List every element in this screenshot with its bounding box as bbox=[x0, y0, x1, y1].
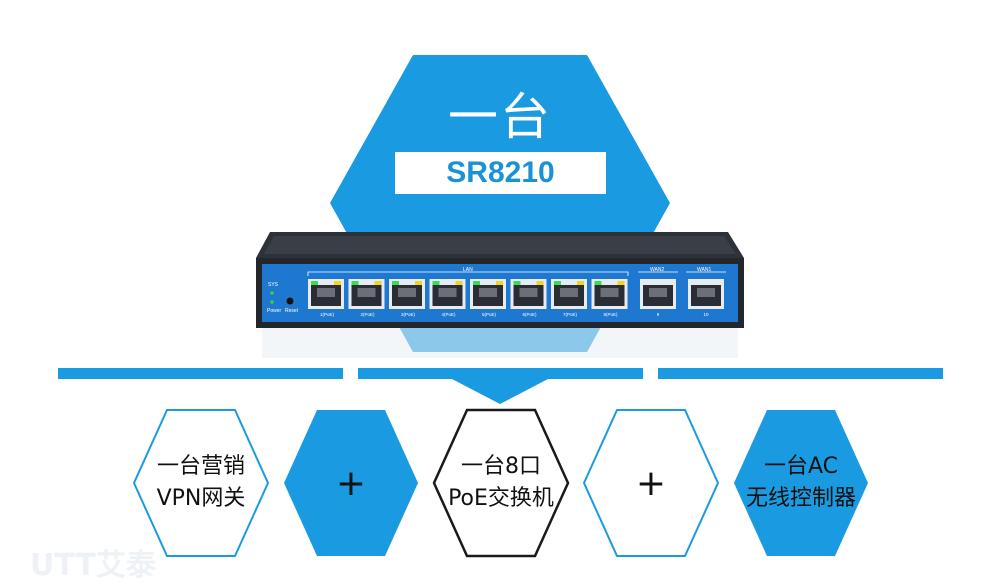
port-label: 6(PoE) bbox=[522, 312, 537, 317]
hex-vpn-gateway bbox=[132, 409, 270, 557]
divider-bar-right bbox=[658, 368, 943, 379]
lan-port-8 bbox=[591, 279, 628, 309]
port-contacts bbox=[317, 288, 335, 297]
port-contacts bbox=[398, 288, 416, 297]
wan-port-10 bbox=[688, 279, 724, 309]
feature-line: PoE交换机 bbox=[448, 486, 554, 511]
feature-line: 一台AC bbox=[763, 454, 839, 479]
port-contacts bbox=[649, 288, 667, 297]
port-label: 7(PoE) bbox=[562, 312, 577, 317]
wan-port-9 bbox=[640, 279, 676, 309]
port-contacts bbox=[438, 288, 457, 297]
feature-line: 一台营销 bbox=[156, 454, 245, 479]
lan-port-7 bbox=[551, 279, 587, 309]
sys-led-icon bbox=[270, 291, 274, 295]
port-group bbox=[270, 271, 726, 309]
port-contacts bbox=[600, 288, 619, 297]
lan-port-1 bbox=[308, 279, 344, 309]
port-label: 10 bbox=[703, 312, 709, 317]
poe-led-icon bbox=[455, 281, 463, 285]
sys-label: SYS bbox=[268, 282, 279, 288]
brand-watermark: UTT艾泰 bbox=[30, 548, 156, 583]
port-label: 9 bbox=[656, 312, 660, 317]
poe-led-icon bbox=[415, 281, 422, 285]
feature-line: VPN网关 bbox=[156, 486, 246, 511]
port-contacts bbox=[357, 288, 376, 297]
port-contacts bbox=[519, 288, 538, 297]
feature-ac-controller: 一台AC 无线控制器 bbox=[734, 440, 868, 526]
feature-vpn-gateway: 一台营销 VPN网关 bbox=[134, 440, 268, 526]
link-led-icon bbox=[513, 281, 521, 285]
power-label: Power bbox=[267, 308, 282, 314]
hex-ac-controller bbox=[734, 410, 868, 556]
poe-led-icon bbox=[374, 281, 382, 285]
reset-label: Reset bbox=[285, 308, 299, 314]
link-led-icon bbox=[473, 281, 480, 285]
port-contacts bbox=[697, 288, 715, 297]
feature-line: 无线控制器 bbox=[745, 486, 856, 511]
port-label: 3(PoE) bbox=[400, 312, 415, 317]
lan-bracket bbox=[307, 271, 629, 276]
plus-sign: + bbox=[284, 440, 418, 526]
port-label: 8(PoE) bbox=[603, 312, 618, 317]
port-contacts bbox=[479, 288, 497, 297]
poe-led-icon bbox=[536, 281, 544, 285]
poe-led-icon bbox=[577, 281, 584, 285]
port-label: 2(PoE) bbox=[360, 312, 375, 317]
hex-poe-switch bbox=[432, 408, 570, 558]
lan-port-2 bbox=[348, 279, 385, 309]
plus-icon: + bbox=[635, 462, 667, 504]
model-name: SR8210 bbox=[395, 152, 606, 194]
wan1-label: WAN1 bbox=[697, 267, 712, 273]
feature-line: 一台8口 bbox=[461, 454, 541, 479]
divider-bar-left bbox=[58, 368, 343, 379]
hex-plus-2 bbox=[582, 409, 720, 557]
link-led-icon bbox=[554, 281, 561, 285]
link-led-icon bbox=[311, 281, 318, 285]
lan-port-3 bbox=[389, 279, 425, 309]
arrow-down-icon bbox=[452, 379, 548, 404]
port-label: 5(PoE) bbox=[481, 312, 496, 317]
poe-led-icon bbox=[496, 281, 503, 285]
plus-sign: + bbox=[584, 440, 718, 526]
lan-port-4 bbox=[429, 279, 466, 309]
feature-poe-switch: 一台8口 PoE交换机 bbox=[434, 440, 568, 526]
lan-port-5 bbox=[470, 279, 506, 309]
link-led-icon bbox=[392, 281, 399, 285]
port-contacts bbox=[560, 288, 578, 297]
port-label: 4(PoE) bbox=[441, 312, 456, 317]
poe-led-icon bbox=[617, 281, 625, 285]
port-label: 1(PoE) bbox=[319, 312, 334, 317]
wan2-label: WAN2 bbox=[650, 267, 665, 273]
link-led-icon bbox=[351, 281, 359, 285]
hero-title: 一台 bbox=[448, 88, 552, 146]
poe-led-icon bbox=[334, 281, 341, 285]
link-led-icon bbox=[432, 281, 440, 285]
divider-bar-center bbox=[358, 368, 643, 379]
reset-button-icon bbox=[286, 297, 294, 305]
power-led-icon bbox=[270, 300, 274, 304]
lan-label: LAN bbox=[463, 267, 473, 273]
plus-icon: + bbox=[335, 462, 367, 504]
hex-plus-1 bbox=[284, 410, 418, 556]
link-led-icon bbox=[594, 281, 602, 285]
lan-port-6 bbox=[510, 279, 547, 309]
